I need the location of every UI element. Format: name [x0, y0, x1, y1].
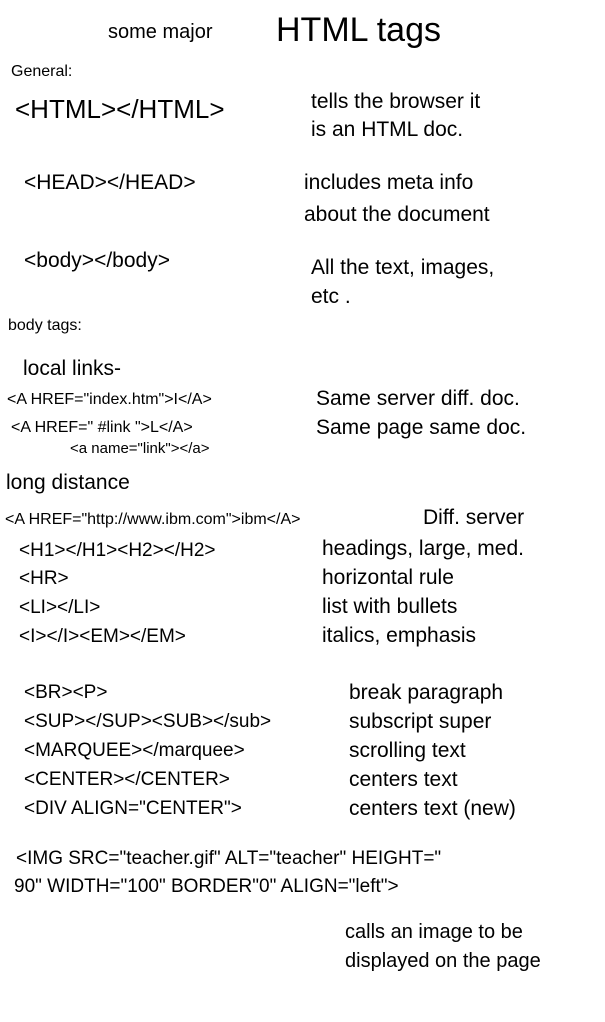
- tag-local-link-index: <A HREF="index.htm">I</A>: [7, 391, 212, 408]
- tag-body: <body></body>: [24, 249, 170, 272]
- desc-img-line1: calls an image to be: [345, 921, 523, 943]
- desc-div-align: centers text (new): [349, 797, 516, 820]
- tag-center: <CENTER></CENTER>: [24, 769, 230, 790]
- desc-hr: horizontal rule: [322, 566, 454, 589]
- desc-body-line1: All the text, images,: [311, 256, 495, 279]
- desc-html-line1: tells the browser it: [311, 90, 481, 113]
- tag-headings: <H1></H1><H2></H2>: [19, 540, 216, 561]
- title-prefix: some major: [108, 21, 213, 43]
- desc-body-line2: etc .: [311, 285, 351, 308]
- desc-img-line2: displayed on the page: [345, 950, 541, 972]
- page-title: HTML tags: [276, 11, 442, 49]
- tag-br-p: <BR><P>: [24, 682, 108, 703]
- desc-marquee: scrolling text: [349, 739, 466, 762]
- tag-img-line1: <IMG SRC="teacher.gif" ALT="teacher" HEI…: [16, 848, 442, 869]
- tag-anchor-name: <a name="link"></a>: [70, 440, 210, 457]
- tag-local-link-anchor: <A HREF=" #link ">L</A>: [11, 419, 193, 436]
- desc-head-line1: includes meta info: [304, 171, 474, 194]
- tag-sup-sub: <SUP></SUP><SUB></sub>: [24, 711, 272, 732]
- desc-center: centers text: [349, 768, 458, 791]
- desc-italics: italics, emphasis: [322, 624, 477, 647]
- tag-long-link: <A HREF="http://www.ibm.com">ibm</A>: [5, 511, 301, 528]
- tag-marquee: <MARQUEE></marquee>: [24, 740, 245, 761]
- tag-img-line2: 90" WIDTH="100" BORDER"0" ALIGN="left">: [14, 876, 399, 897]
- desc-local-link-anchor: Same page same doc.: [316, 416, 527, 439]
- desc-sup-sub: subscript super: [349, 710, 492, 733]
- desc-head-line2: about the document: [304, 203, 490, 226]
- section-label-general: General:: [11, 63, 73, 80]
- desc-html-line2: is an HTML doc.: [311, 118, 464, 141]
- tag-html: <HTML></HTML>: [15, 94, 225, 124]
- desc-br-p: break paragraph: [349, 681, 504, 704]
- desc-li: list with bullets: [322, 595, 458, 618]
- tag-italics: <I></I><EM></EM>: [19, 626, 186, 647]
- desc-long-link: Diff. server: [423, 506, 525, 529]
- section-label-body-tags: body tags:: [8, 317, 82, 334]
- section-label-long-distance: long distance: [6, 471, 130, 494]
- tag-div-align: <DIV ALIGN="CENTER">: [24, 798, 242, 819]
- tag-li: <LI></LI>: [19, 597, 101, 618]
- desc-headings: headings, large, med.: [322, 537, 524, 560]
- section-label-local-links: local links-: [23, 357, 122, 380]
- tag-hr: <HR>: [19, 568, 69, 589]
- desc-local-link-index: Same server diff. doc.: [316, 387, 520, 410]
- tag-head: <HEAD></HEAD>: [24, 171, 196, 194]
